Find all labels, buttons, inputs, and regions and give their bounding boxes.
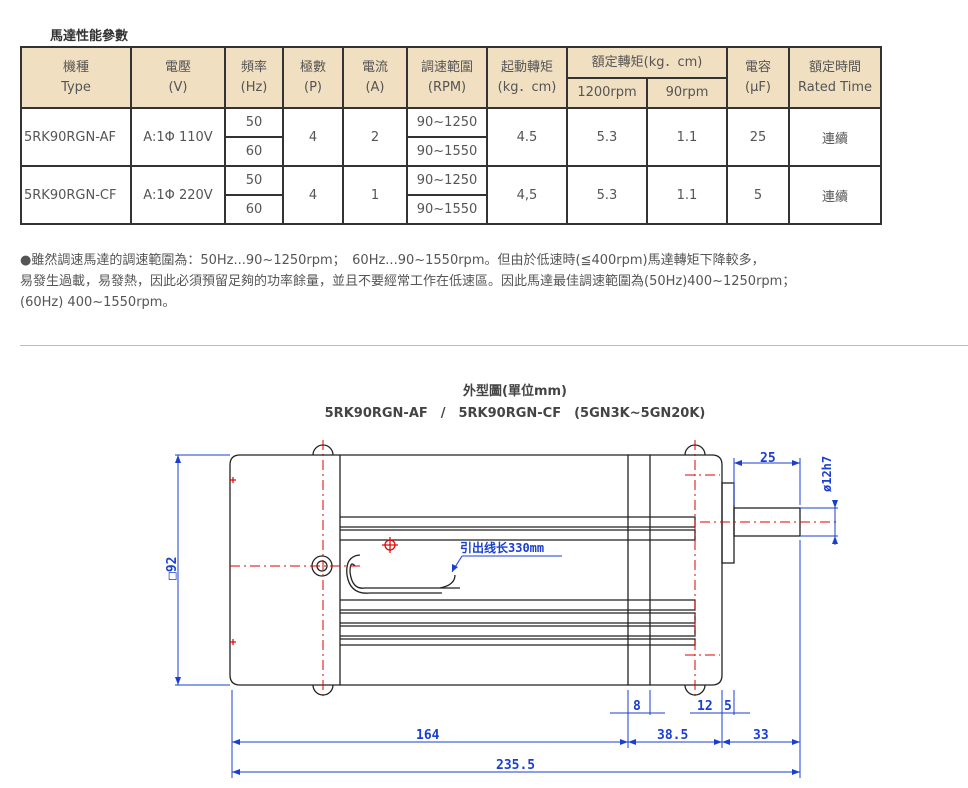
- dim-38-5: 38.5: [657, 728, 688, 743]
- header-current: 電流(A): [342, 46, 408, 109]
- cell-poles: 4: [282, 107, 344, 167]
- dim-5: 5: [724, 699, 732, 714]
- lead-wire-label: 引出线长330mm: [460, 540, 544, 555]
- cell-frequency: 50: [224, 107, 284, 138]
- header-row-2: 1200rpm 90rpm: [21, 77, 881, 109]
- cell-voltage: A:1Φ 110V: [130, 107, 226, 167]
- dim-12: 12: [697, 699, 713, 714]
- red-markers: [230, 477, 398, 645]
- cell-start-torque: 4.5: [486, 107, 568, 167]
- table-row: 60 90~1550: [21, 194, 881, 225]
- cell-torque-1200: 5.3: [566, 107, 648, 167]
- cell-rated-time: 連續: [788, 165, 882, 225]
- header-torque-90: 90rpm: [646, 77, 728, 109]
- cell-current: 2: [342, 107, 408, 167]
- cell-frequency: 50: [224, 165, 284, 196]
- cell-start-torque: 4,5: [486, 165, 568, 225]
- cell-capacitor: 5: [726, 165, 790, 225]
- motor-body: [229, 444, 801, 696]
- figure-title: 外型圖(單位mm): [463, 384, 567, 399]
- dim-shaft-diameter: ø12h7: [820, 456, 834, 492]
- center-lines: [230, 440, 840, 700]
- header-torque-1200: 1200rpm: [566, 77, 648, 109]
- dimension-lines: [175, 454, 838, 778]
- cell-poles: 4: [282, 165, 344, 225]
- cell-capacitor: 25: [726, 107, 790, 167]
- cell-torque-90: 1.1: [646, 165, 728, 225]
- cell-voltage: A:1Φ 220V: [130, 165, 226, 225]
- dim-33: 33: [753, 728, 769, 743]
- cell-type: 5RK90RGN-AF: [20, 107, 132, 167]
- header-frequency: 頻率(Hz): [224, 46, 284, 109]
- cell-speed-range: 90~1550: [406, 194, 488, 225]
- dimension-labels: □92 25 ø12h7 8 12 5 164 38.5 33 235.5 引出…: [165, 451, 834, 773]
- dimension-arrows: [175, 455, 838, 775]
- table-row: 5RK90RGN-AF A:1Φ 110V 50 4 2 90~1250 4.5…: [20, 107, 882, 167]
- note-line: ●雖然調速馬達的調速範圍為：50Hz...90~1250rpm； 60Hz...…: [20, 253, 765, 268]
- speed-range-note: ●雖然調速馬達的調速範圍為：50Hz...90~1250rpm； 60Hz...…: [20, 250, 920, 313]
- header-start-torque: 起動轉矩(kg．cm): [486, 46, 568, 109]
- header-rated-torque: 額定轉矩(kg．cm): [566, 46, 728, 79]
- cell-speed-range: 90~1550: [406, 136, 488, 167]
- header-voltage: 電壓(V): [130, 46, 226, 109]
- table-row: 5RK90RGN-CF A:1Φ 220V 50 4 1 90~1250 4,5…: [20, 165, 882, 225]
- note-line: (60Hz) 400~1550rpm。: [20, 295, 176, 310]
- section-title: 馬達性能參數: [50, 29, 129, 44]
- table-row: 60 90~1550: [21, 136, 881, 167]
- dim-shaft-length: 25: [760, 451, 776, 466]
- header-capacitor: 電容(μF): [726, 46, 790, 109]
- cell-speed-range: 90~1250: [406, 165, 488, 196]
- header-speed-range: 調速範圍(RPM): [406, 46, 488, 109]
- cell-rated-time: 連續: [788, 107, 882, 167]
- cell-frequency: 60: [224, 136, 284, 167]
- figure-subtitle: 5RK90RGN-AF / 5RK90RGN-CF (5GN3K~5GN20K): [324, 406, 706, 421]
- note-line: 易發生過載，易發熱，因此必須預留足夠的功率餘量，並且不要經常工作在低速區。因此馬…: [20, 274, 796, 289]
- cell-torque-1200: 5.3: [566, 165, 648, 225]
- cell-current: 1: [342, 165, 408, 225]
- dim-8: 8: [633, 699, 641, 714]
- dim-164: 164: [416, 728, 440, 743]
- dim-square: □92: [165, 557, 180, 580]
- cell-torque-90: 1.1: [646, 107, 728, 167]
- dim-total: 235.5: [496, 758, 535, 773]
- cell-frequency: 60: [224, 194, 284, 225]
- cell-type: 5RK90RGN-CF: [20, 165, 132, 225]
- header-poles: 極數(P): [282, 46, 344, 109]
- cell-speed-range: 90~1250: [406, 107, 488, 138]
- divider: [20, 345, 968, 346]
